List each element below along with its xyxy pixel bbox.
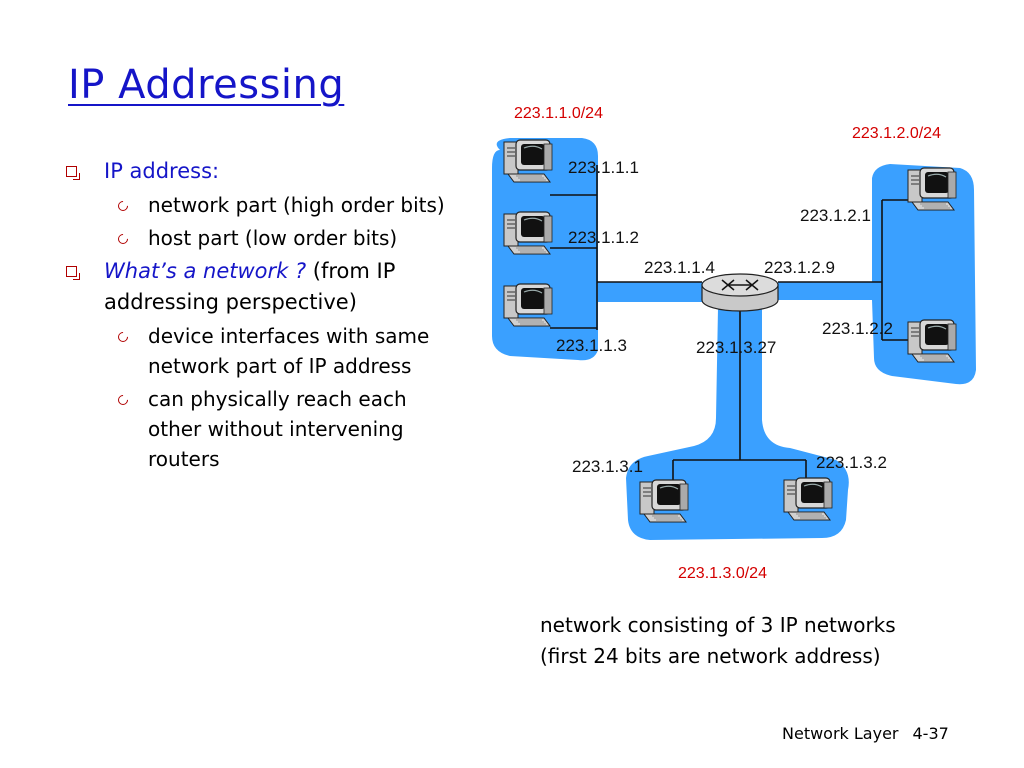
- subnet-cloud-223-1-1: [492, 138, 712, 361]
- sub-bullet-text: can physically reach each other without …: [148, 387, 407, 471]
- host-computer-icon: [639, 479, 689, 523]
- interface-label: 223.1.3.27: [696, 338, 776, 357]
- subnet-cloud-223-1-2: [778, 164, 976, 385]
- checkbox-bullet-icon: [66, 266, 80, 280]
- subnet-label-2: 223.1.2.0/24: [852, 125, 941, 142]
- interface-label: 223.1.1.2: [568, 228, 639, 247]
- subnet-label-3: 223.1.3.0/24: [678, 565, 767, 582]
- diagram-caption: network consisting of 3 IP networks (fir…: [540, 610, 896, 672]
- host-computer-icon: [783, 477, 833, 521]
- bullet-text: (from IP addressing perspective): [104, 259, 396, 314]
- sub-bullet-text: network part (high order bits): [148, 193, 445, 217]
- interface-label: 223.1.2.2: [822, 319, 893, 338]
- sub-bullet-host-part: host part (low order bits): [66, 223, 466, 253]
- host-computer-icon: [503, 139, 553, 183]
- caption-line-2: (first 24 bits are network address): [540, 644, 881, 668]
- sub-bullet-device-interfaces: device interfaces with same network part…: [66, 321, 466, 381]
- bullet-ip-address: IP address:: [66, 156, 466, 187]
- interface-label: 223.1.1.4: [644, 258, 715, 277]
- sub-bullet-text: device interfaces with same network part…: [148, 324, 430, 378]
- circle-bullet-icon: [115, 198, 131, 214]
- circle-bullet-icon: [115, 329, 131, 345]
- interface-label: 223.1.1.1: [568, 158, 639, 177]
- bullet-text: IP address:: [104, 159, 220, 183]
- bullet-question-text: What’s a network ?: [104, 259, 307, 283]
- interface-label: 223.1.3.1: [572, 457, 643, 476]
- interface-label: 223.1.2.9: [764, 258, 835, 277]
- interface-label: 223.1.1.3: [556, 336, 627, 355]
- slide-footer: Network Layer 4-37: [782, 724, 963, 743]
- slide-title: IP Addressing: [68, 62, 345, 108]
- circle-bullet-icon: [115, 392, 131, 408]
- circle-bullet-icon: [115, 231, 131, 247]
- host-computer-icon: [907, 319, 957, 363]
- host-computer-icon: [503, 283, 553, 327]
- checkbox-bullet-icon: [66, 166, 80, 180]
- subnet-cloud-223-1-3: [626, 308, 849, 540]
- interface-label: 223.1.3.2: [816, 453, 887, 472]
- sub-bullet-physically-reach: can physically reach each other without …: [66, 384, 466, 474]
- host-computer-icon: [907, 167, 957, 211]
- host-computer-icon: [503, 211, 553, 255]
- bullet-whats-a-network: What’s a network ? (from IP addressing p…: [66, 256, 466, 318]
- footer-section: Network Layer: [782, 724, 899, 743]
- subnet-label-1: 223.1.1.0/24: [514, 105, 603, 122]
- page-number: 4-37: [912, 724, 949, 743]
- sub-bullet-network-part: network part (high order bits): [66, 190, 466, 220]
- sub-bullet-text: host part (low order bits): [148, 226, 398, 250]
- caption-line-1: network consisting of 3 IP networks: [540, 613, 896, 637]
- interface-label: 223.1.2.1: [800, 206, 871, 225]
- bullet-list: IP address: network part (high order bit…: [66, 156, 466, 477]
- router-icon: [701, 273, 779, 312]
